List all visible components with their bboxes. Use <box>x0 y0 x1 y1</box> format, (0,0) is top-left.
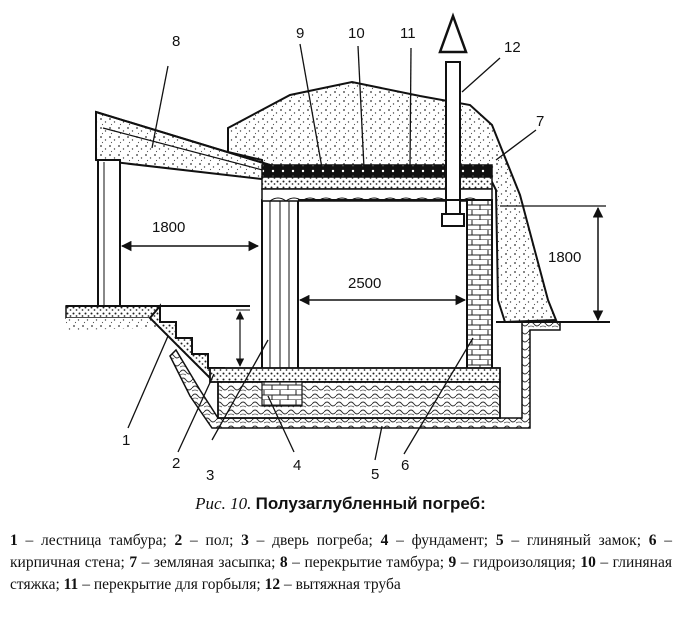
legend-number: 2 <box>174 532 183 549</box>
cellar-cross-section-diagram: 1800 2500 1800 1 2 3 4 5 6 7 8 9 10 11 1… <box>65 12 610 480</box>
callout-12: 12 <box>504 39 521 56</box>
legend-number: 7 <box>129 554 138 571</box>
legend-text: – гидроизоляция; <box>456 554 581 571</box>
dim-cellar-height-label: 1800 <box>548 249 581 266</box>
callout-1: 1 <box>122 432 130 449</box>
legend-text: – фундамент; <box>388 532 496 549</box>
callout-11: 11 <box>400 25 416 42</box>
brick-wall <box>466 199 493 379</box>
foundation <box>217 381 501 419</box>
figure-title: Полузаглубленный погреб: <box>255 494 486 513</box>
ground-surface-left <box>65 305 161 319</box>
legend-text: – перекрытие для горбыля; <box>78 576 265 593</box>
callout-7: 7 <box>536 113 544 130</box>
legend-number: 11 <box>63 576 79 593</box>
callout-6: 6 <box>401 457 409 474</box>
legend: 1 – лестница тамбура; 2 – пол; 3 – дверь… <box>10 530 672 596</box>
tambur-front-post <box>97 159 121 311</box>
figure-caption: Рис. 10. Полузаглубленный погреб: <box>0 494 681 514</box>
dim-cellar-width-label: 2500 <box>348 275 381 292</box>
legend-text: – глиняный замок; <box>503 532 649 549</box>
leader-lines <box>127 43 537 461</box>
legend-text: – перекрытие тамбура; <box>287 554 449 571</box>
legend-number: 9 <box>448 554 457 571</box>
callout-4: 4 <box>293 457 301 474</box>
callout-10: 10 <box>348 25 365 42</box>
legend-number: 12 <box>264 576 281 593</box>
callout-5: 5 <box>371 466 379 480</box>
legend-text: – вытяжная труба <box>280 576 401 593</box>
legend-number: 3 <box>241 532 249 549</box>
legend-number: 5 <box>495 532 504 549</box>
legend-number: 8 <box>279 554 288 571</box>
legend-text: – глиняная стяжка; <box>10 554 672 593</box>
legend-text: – пол; <box>182 532 242 549</box>
callout-8: 8 <box>172 33 180 50</box>
legend-number: 6 <box>648 532 657 549</box>
legend-text: – лестница тамбура; <box>17 532 175 549</box>
floor <box>209 367 501 383</box>
legend-text: – дверь погреба; <box>248 532 381 549</box>
legend-text: – кирпичная стена; <box>10 532 673 571</box>
figure-number: Рис. 10. <box>195 494 252 513</box>
callout-9: 9 <box>296 25 304 42</box>
legend-text: – земляная засыпка; <box>137 554 280 571</box>
legend-number: 4 <box>380 532 389 549</box>
dim-tambur-label: 1800 <box>152 219 185 236</box>
legend-number: 10 <box>580 554 596 571</box>
callout-2: 2 <box>172 455 180 472</box>
legend-number: 1 <box>10 532 18 549</box>
exhaust-pipe-cap <box>438 12 468 54</box>
callout-3: 3 <box>206 467 214 480</box>
